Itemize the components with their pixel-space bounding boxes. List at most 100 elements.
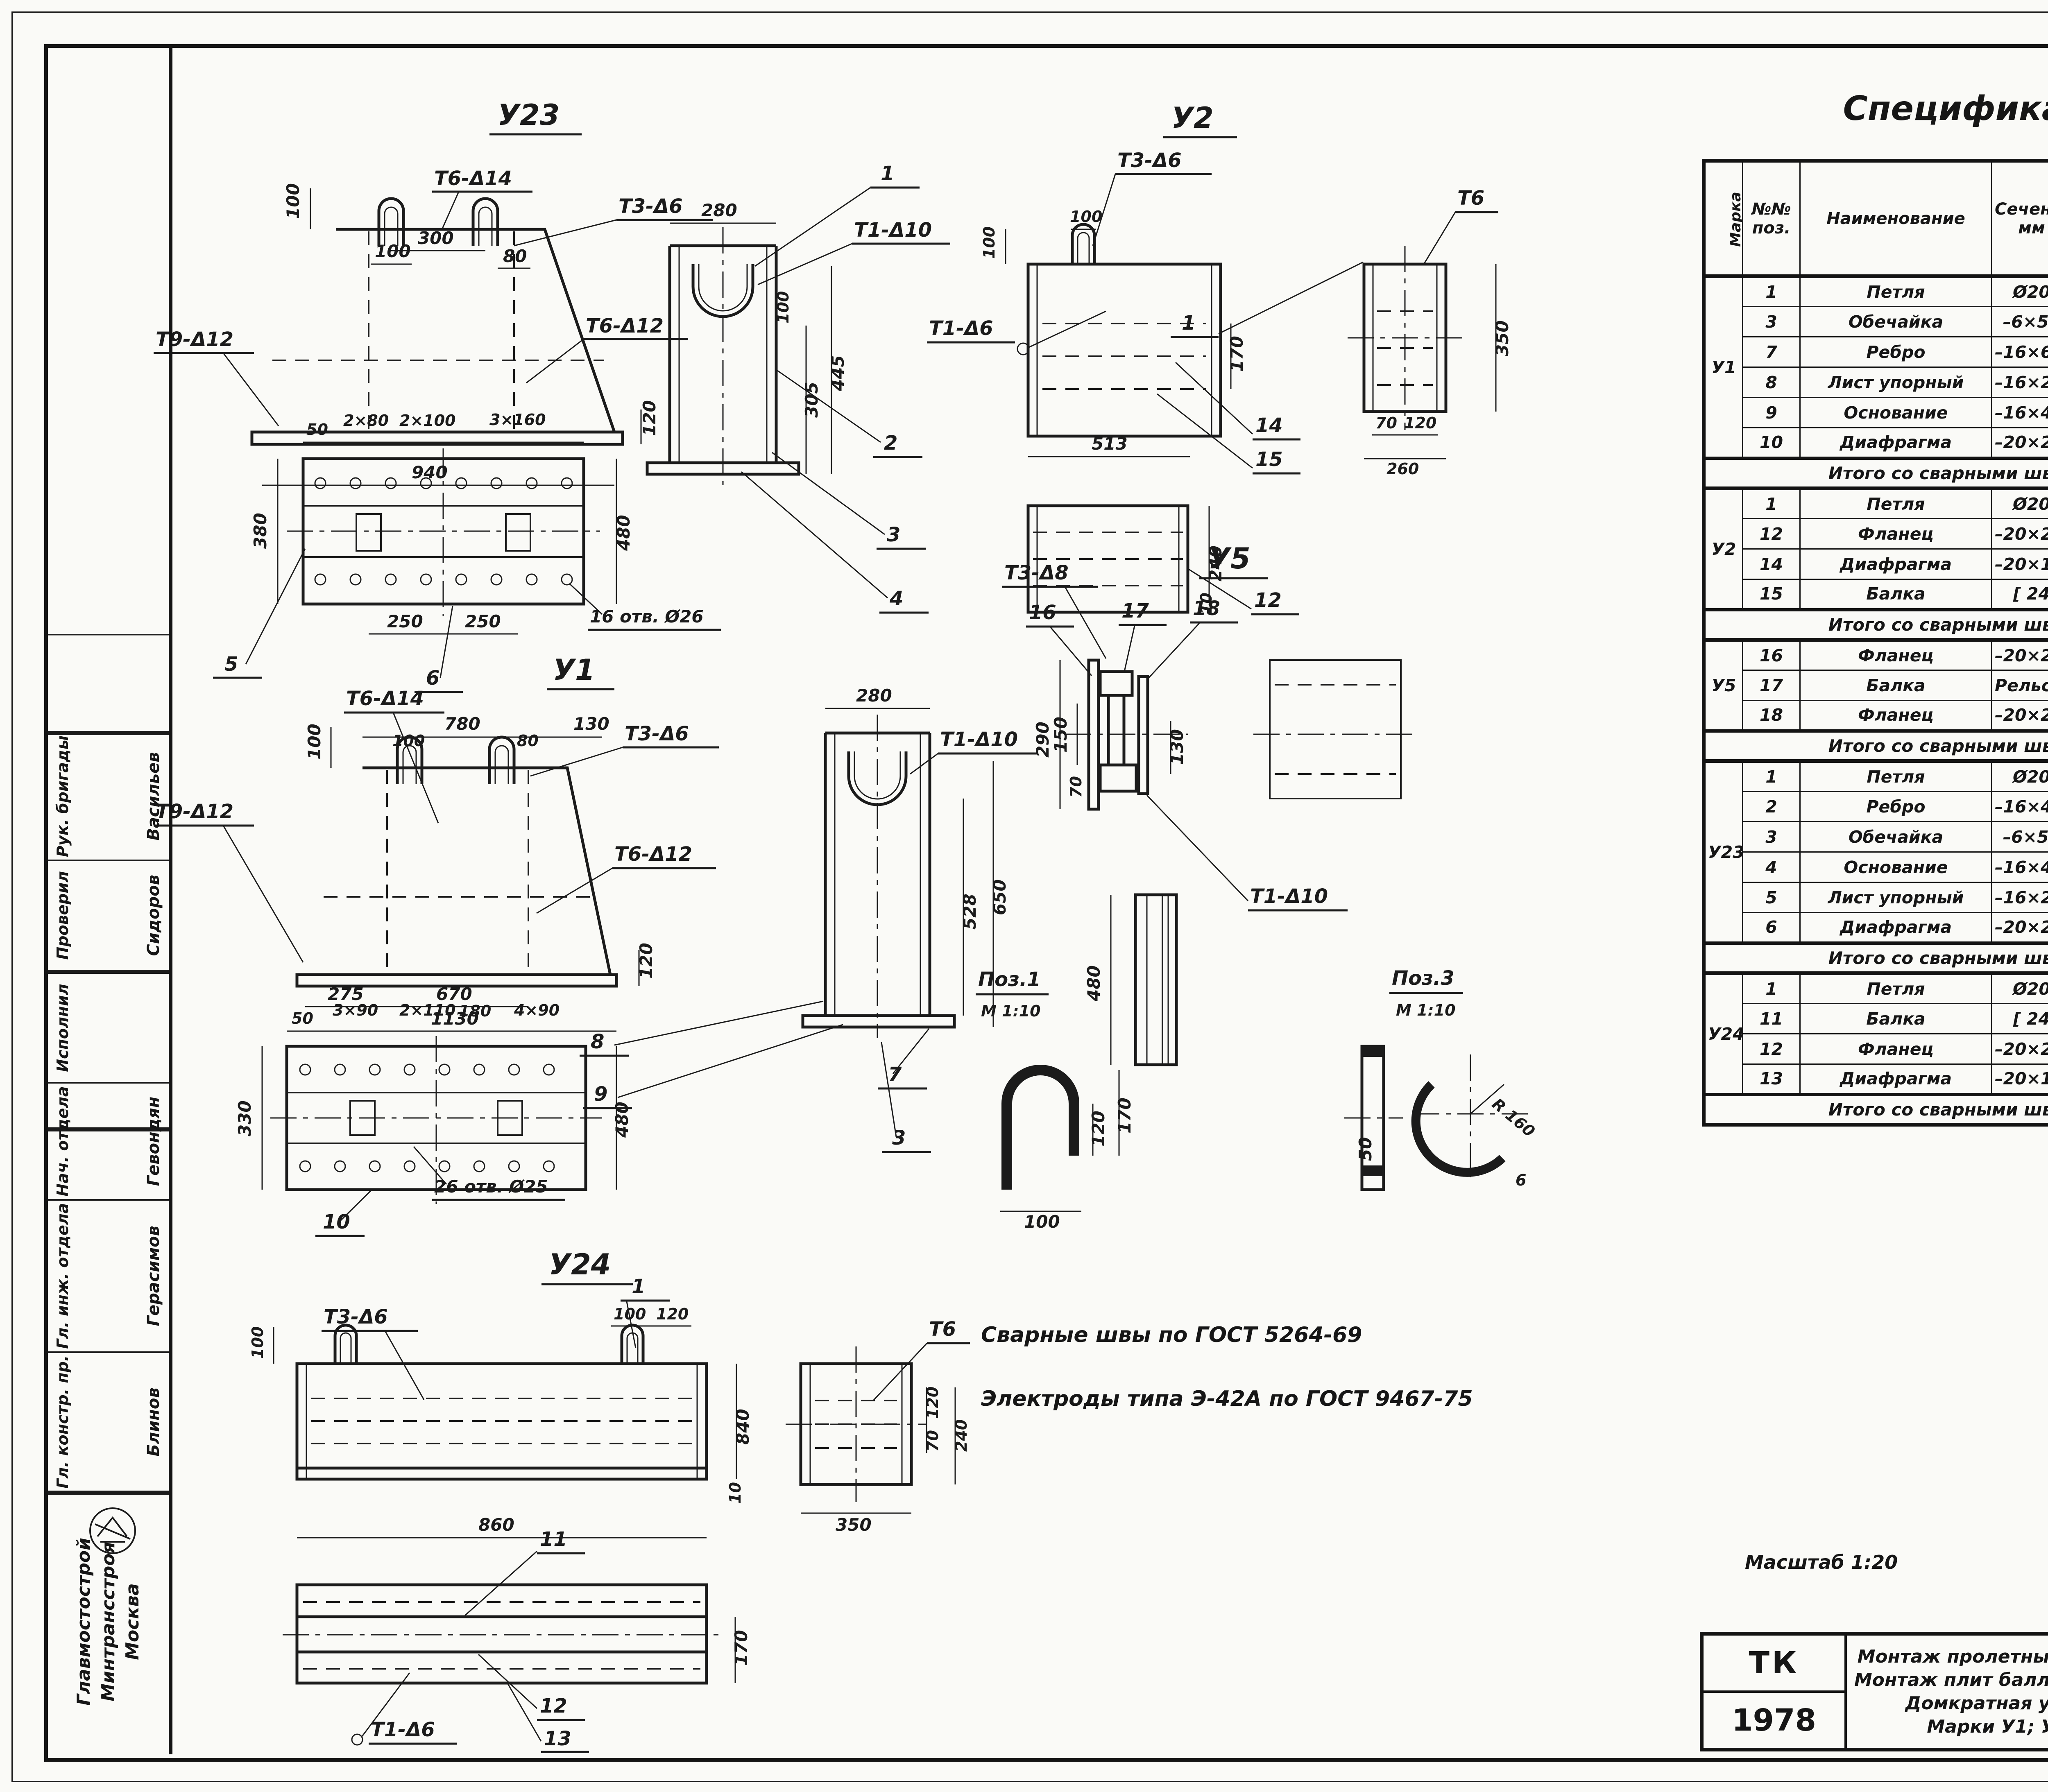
spec-mark: У23: [1703, 760, 1743, 944]
u5-dim-480: 480: [1084, 965, 1104, 1002]
spec-cell: 3: [1742, 821, 1801, 853]
spec-cell: –16×480: [1991, 397, 2048, 428]
spec-cell: Балка: [1799, 1003, 1992, 1034]
u24-callout-1: 1: [632, 1275, 645, 1298]
note-electrodes: Электроды типа Э-42А по ГОСТ 9467-75: [981, 1387, 1473, 1411]
u5-title: У5: [1208, 542, 1251, 575]
spec-cell: 1: [1742, 973, 1801, 1004]
spec-total-row: Итого со сварными швами:210: [1703, 942, 2048, 974]
u23-callout-2: 2: [884, 432, 897, 455]
u23-weld-t6d14: Т6-Δ14: [434, 167, 512, 190]
u1-plan-2x110: 2×110: [399, 1001, 456, 1019]
u1-plan-180: 180: [459, 1002, 491, 1020]
u23-dim-80: 80: [503, 246, 527, 266]
spec-cell: Основание: [1799, 851, 1992, 883]
stamp-name: Сидоров: [144, 875, 163, 956]
u1-dim-120: 120: [636, 943, 656, 979]
u23-holes-note: 16 отв. Ø26: [590, 606, 704, 627]
u2-side-70: 70: [1375, 414, 1397, 432]
u23-weld-t3d6: Т3-Δ6: [618, 195, 683, 218]
u2-weld-t1d6: Т1-Δ6: [929, 317, 993, 340]
spec-cell: –6×50: [1991, 821, 2048, 853]
org-name-block: Главмостострой Минтрансстроя Москва: [48, 1493, 169, 1751]
spec-cell: [ 24: [1991, 1003, 2048, 1034]
spec-cell: 3: [1742, 306, 1801, 337]
scale-note: Масштаб 1:20: [1745, 1551, 1898, 1573]
spec-cell: 12: [1742, 1033, 1801, 1065]
spec-cell: Петля: [1799, 973, 1992, 1004]
u23-plan-3x160: 3×160: [489, 411, 546, 429]
u23-dim-100b: 100: [283, 183, 303, 219]
inner-border: [44, 44, 2048, 1762]
spec-mark: У2: [1703, 488, 1743, 610]
spec-cell: –20×170: [1991, 1063, 2048, 1095]
stamp-signatures: Рук. бригады Васильев Проверил Сидоров И…: [48, 733, 169, 1493]
org-line2: Минтрансстроя: [97, 1542, 119, 1701]
spec-table: Марка №№ поз. Наименование Сечение мм Дл…: [1702, 159, 2048, 1127]
spec-cell: 1: [1742, 488, 1801, 519]
spec-cell: Ребро: [1799, 791, 1992, 822]
u23-side-305: 305: [802, 382, 822, 418]
spec-table-header: Марка №№ поз. Наименование Сечение мм Дл…: [1703, 160, 2048, 277]
u1-callout-8: 8: [591, 1030, 604, 1053]
u23-plan-250a: 250: [387, 611, 423, 631]
spec-cell: 6: [1742, 912, 1801, 944]
u2-dim-10: 10: [1197, 593, 1215, 614]
spec-cell: 9: [1742, 397, 1801, 428]
stamp-entry-gl-inzh: Гл. инж. отдела Герасимов: [48, 1200, 169, 1353]
spec-row: У231ПетляØ20366414ВСт3 пс5: [1703, 760, 2048, 944]
spec-total-label: Итого со сварными швами:: [1703, 942, 2048, 974]
stamp-column-divider: [169, 44, 172, 1754]
spec-cell: 4: [1742, 851, 1801, 883]
u23-callout-3: 3: [887, 523, 900, 546]
spec-cell: 2: [1742, 791, 1801, 822]
u24-dim-840: 840: [733, 1409, 753, 1445]
u5-dim-150: 150: [1051, 717, 1071, 753]
spec-cell: Ø20: [1991, 276, 2048, 307]
spec-cell: 7: [1742, 336, 1801, 368]
u24-side-240: 240: [952, 1419, 970, 1452]
note-welds: Сварные швы по ГОСТ 5264-69: [981, 1323, 1362, 1347]
u1-side-650: 650: [990, 879, 1010, 915]
u5-callout-17: 17: [1121, 600, 1149, 622]
u5-weld-t1d10: Т1-Δ10: [1250, 885, 1328, 908]
u23-plan-2x100: 2×100: [399, 412, 456, 430]
u5-callout-16: 16: [1029, 601, 1056, 624]
stamp-entry-gl-konstr: Гл. констр. пр. Блинов: [48, 1353, 169, 1493]
u24-weld-t6: Т6: [929, 1318, 956, 1341]
spec-total-label: Итого со сварными швами:: [1703, 457, 2048, 489]
spec-cell: Лист упорный: [1799, 367, 1992, 398]
u1-plan-480: 480: [612, 1102, 632, 1138]
u24-title: У24: [549, 1248, 611, 1281]
title-block: ТК 1978 Монтаж пролетных строений 18,2÷5…: [1700, 1632, 2048, 1751]
col-mark: Марка: [1703, 160, 1743, 277]
spec-cell: –16×248: [1991, 367, 2048, 398]
spec-cell: 15: [1742, 579, 1801, 610]
title-line2: Монтаж плит балластного корыта с клеевым…: [1854, 1670, 2048, 1690]
title-line4: Марки У1; У2; У5; У23; У24.: [1927, 1716, 2048, 1737]
outer-border: [11, 11, 2048, 1782]
org-logo: [89, 1507, 136, 1554]
spec-cell: 1: [1742, 760, 1801, 792]
spec-cell: Ø20: [1991, 973, 2048, 1004]
u2-title: У2: [1171, 101, 1214, 135]
u1-dim-670: 670: [436, 984, 472, 1004]
spec-cell: Основание: [1799, 397, 1992, 428]
poz1-title: Поз.1: [978, 968, 1041, 991]
u23-side-445: 445: [828, 355, 848, 391]
spec-cell: –6×50: [1991, 306, 2048, 337]
u24-dim-10: 10: [726, 1482, 744, 1504]
org-line1: Главмостострой: [73, 1538, 95, 1706]
u1-plan-3x90: 3×90: [333, 1001, 378, 1019]
